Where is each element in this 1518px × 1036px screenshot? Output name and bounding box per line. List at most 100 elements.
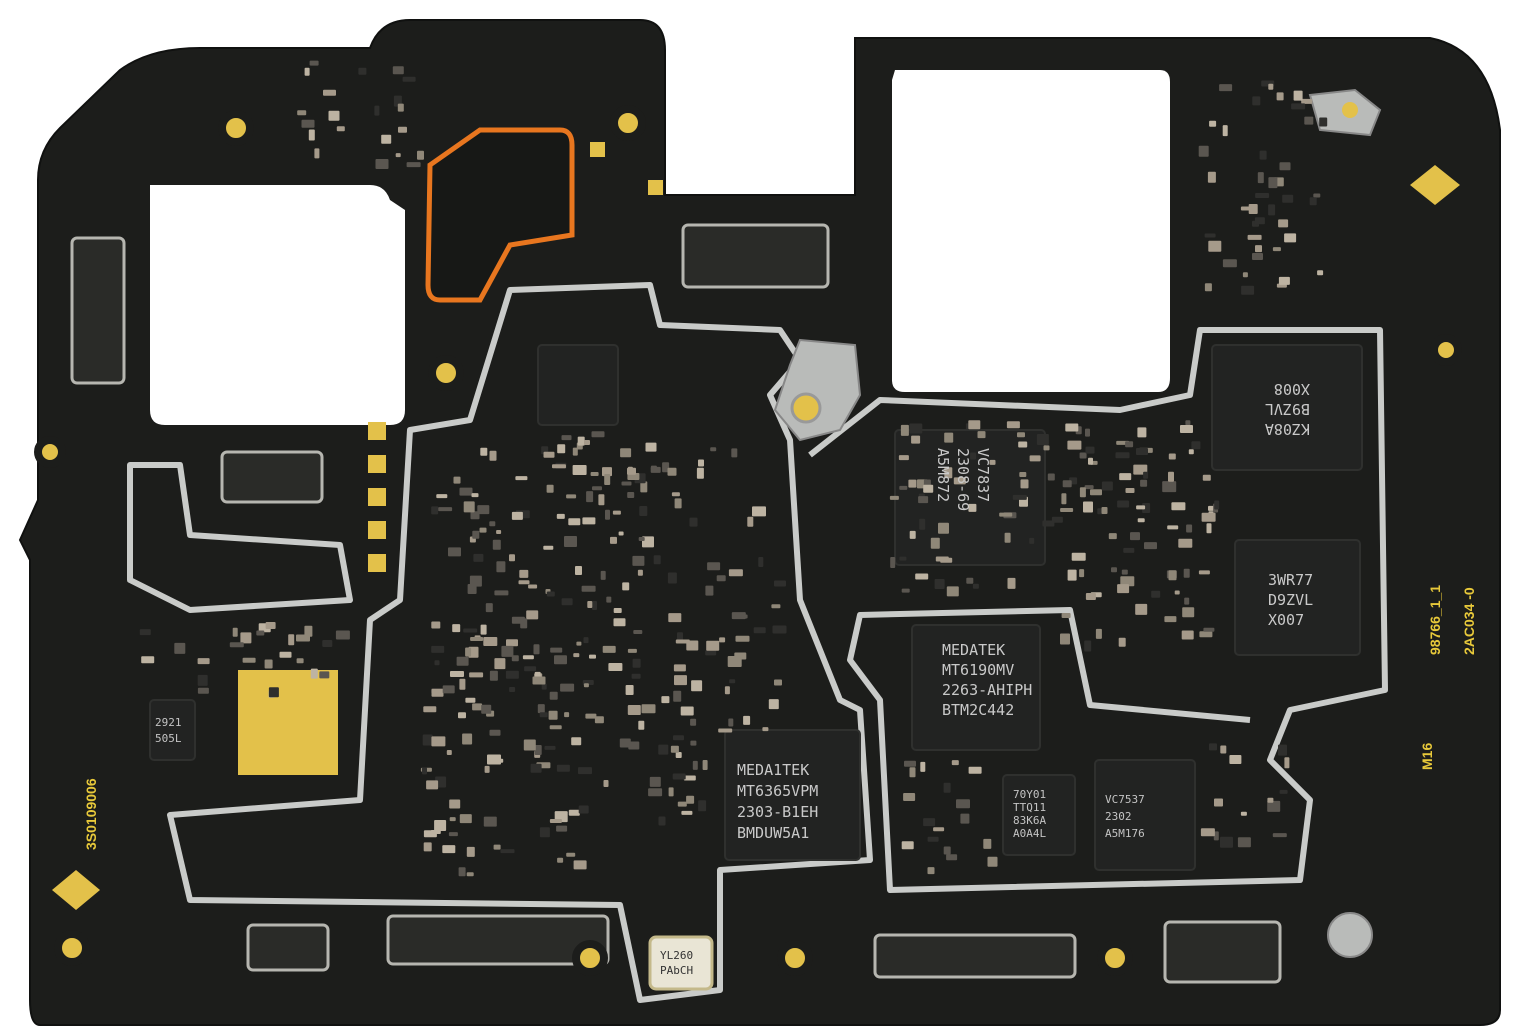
smd-component [374,105,380,116]
smd-component [265,622,276,629]
smd-component [466,846,475,857]
smd-component [1255,245,1262,253]
smd-component [1317,270,1324,276]
smd-component [1204,233,1216,238]
smd-component [492,539,501,550]
smd-component [578,805,589,814]
smd-component [518,580,530,585]
ic-chips [149,344,1363,871]
smd-component [1101,507,1108,514]
smd-component [585,713,597,719]
smd-component [592,486,602,491]
smd-component [423,706,437,713]
smd-component [449,817,456,822]
smd-component [639,506,648,516]
small-a-line-4: A0A4L [1013,827,1046,840]
smd-component [489,450,497,461]
camera-cutout-left [150,185,405,425]
smd-component [608,663,623,671]
smd-component [314,148,320,159]
smd-component [1284,757,1290,769]
smd-component [903,793,916,801]
smd-component [557,444,566,454]
smd-component [453,476,461,484]
crystal-line-1: YL260 [660,949,693,962]
smd-component [308,129,315,141]
smd-component [628,741,640,750]
smd-component [658,816,666,826]
smd-component [1207,171,1216,183]
smd-component [297,110,307,116]
smd-component [667,572,677,584]
smd-component [610,536,617,544]
smd-component [1248,204,1258,214]
smd-component [598,494,605,506]
smd-component [322,640,333,647]
smd-component [977,431,986,439]
smd-component [582,517,596,525]
smd-component [674,675,687,686]
smd-component [1272,247,1281,252]
smd-component [1123,547,1135,553]
smd-component [583,683,589,688]
chip-label-pmic: MEDA1TEK MT6365VPM 2303-B1EH BMDUW5A1 [737,761,818,842]
smd-component [706,640,720,651]
smd-component [1213,831,1219,841]
smd-component [627,467,636,475]
pmic-line-3: 2303-B1EH [737,803,818,821]
smd-component [1272,833,1287,838]
smd-component [989,459,996,465]
smd-component [1079,487,1086,498]
smd-component [572,465,587,475]
smd-component [288,634,295,646]
smd-component [689,517,698,527]
smd-component [576,641,582,646]
smd-component [1199,631,1213,638]
smd-component [336,126,345,132]
smd-component [1301,98,1313,104]
smd-component [710,447,717,452]
smd-component [575,566,582,575]
smd-component [686,795,695,804]
smd-component [232,627,238,637]
smd-component [705,585,714,596]
smd-component [698,459,704,467]
top-right-line-3: X008 [1274,380,1310,398]
smd-component [1047,473,1055,481]
small-chip-line-2: 505L [155,732,182,745]
smd-component [1012,494,1027,500]
smd-component [526,610,539,620]
smd-component [1208,240,1222,252]
mid-right-line-2: D9ZVL [1268,591,1313,609]
smd-component [683,775,696,781]
smd-component [523,739,536,751]
smd-component [1042,520,1055,527]
smd-component [564,536,577,547]
smd-component [1061,493,1067,505]
smd-component [672,773,686,780]
smd-component [1291,103,1306,110]
pmic-line-2: MT6365VPM [737,782,818,800]
smd-component [1267,797,1274,803]
smd-component [484,765,490,773]
smd-component [417,150,424,160]
smd-component [323,89,336,96]
smd-component [1293,90,1303,101]
smd-component [1257,172,1264,184]
smd-component [1198,145,1209,157]
smd-component [573,860,587,870]
smd-component [1220,745,1227,754]
smd-component [522,655,534,660]
smd-component [920,761,926,772]
smd-component [1085,428,1090,437]
smd-component [434,660,440,666]
smd-component [1111,567,1117,573]
smd-component [573,653,580,658]
smd-component [943,782,951,793]
smd-component [456,656,469,666]
smd-component [431,621,441,629]
smd-component [1185,420,1191,426]
top-right-line-2: B9ZVL [1265,400,1310,418]
smd-component [1191,441,1201,450]
vc-right-line-2: 2302 [1105,810,1132,823]
